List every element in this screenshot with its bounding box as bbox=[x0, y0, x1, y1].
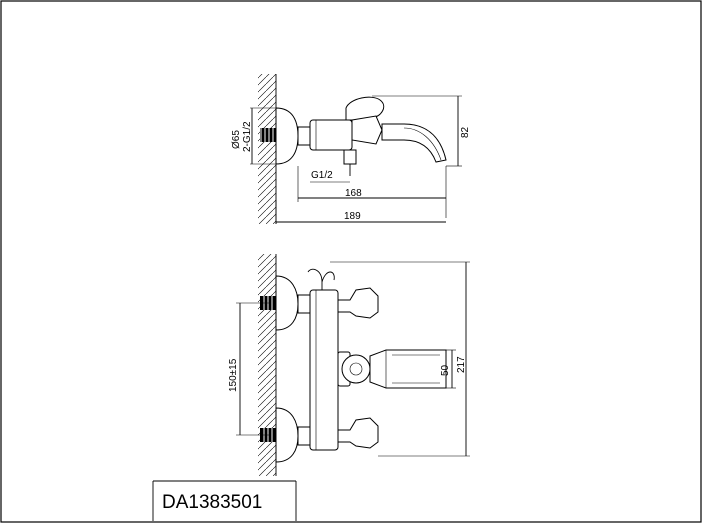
side-spout bbox=[381, 123, 447, 163]
side-wall-hatch bbox=[258, 74, 276, 224]
front-hook bbox=[307, 268, 335, 290]
outlet-height-label: 50 bbox=[440, 364, 451, 376]
side-diverter bbox=[343, 149, 357, 165]
product-code: DA1383501 bbox=[162, 492, 262, 513]
front-lower-escutcheon bbox=[275, 407, 299, 463]
side-handle bbox=[345, 96, 385, 121]
front-upper-handle bbox=[337, 287, 379, 319]
front-lower-handle bbox=[337, 417, 379, 449]
side-valve-crown bbox=[351, 115, 383, 145]
front-diverter-knob bbox=[341, 354, 371, 384]
front-wall-hatch bbox=[258, 254, 276, 476]
overall-height-label: 217 bbox=[456, 356, 467, 373]
side-connector bbox=[297, 126, 311, 146]
outlet-thread-label: G1/2 bbox=[311, 170, 333, 181]
height-label: 82 bbox=[460, 126, 471, 138]
side-wall-inlet bbox=[260, 128, 276, 142]
spout-length-label: 168 bbox=[345, 188, 362, 199]
thread-label: 2-G1/2 bbox=[242, 121, 253, 152]
side-escutcheon bbox=[275, 107, 299, 165]
front-spout bbox=[369, 349, 447, 389]
title-block: DA1383501 bbox=[152, 480, 297, 521]
side-view: Ø65 2-G1/2 82 G1/2 168 189 bbox=[231, 74, 471, 224]
front-upper-escutcheon bbox=[275, 275, 299, 331]
overall-length-label: 189 bbox=[344, 211, 361, 222]
center-distance-label: 150±15 bbox=[228, 358, 239, 392]
front-body bbox=[309, 289, 339, 451]
diameter-label: Ø65 bbox=[231, 130, 242, 149]
front-view: 150±15 50 217 bbox=[228, 254, 470, 476]
